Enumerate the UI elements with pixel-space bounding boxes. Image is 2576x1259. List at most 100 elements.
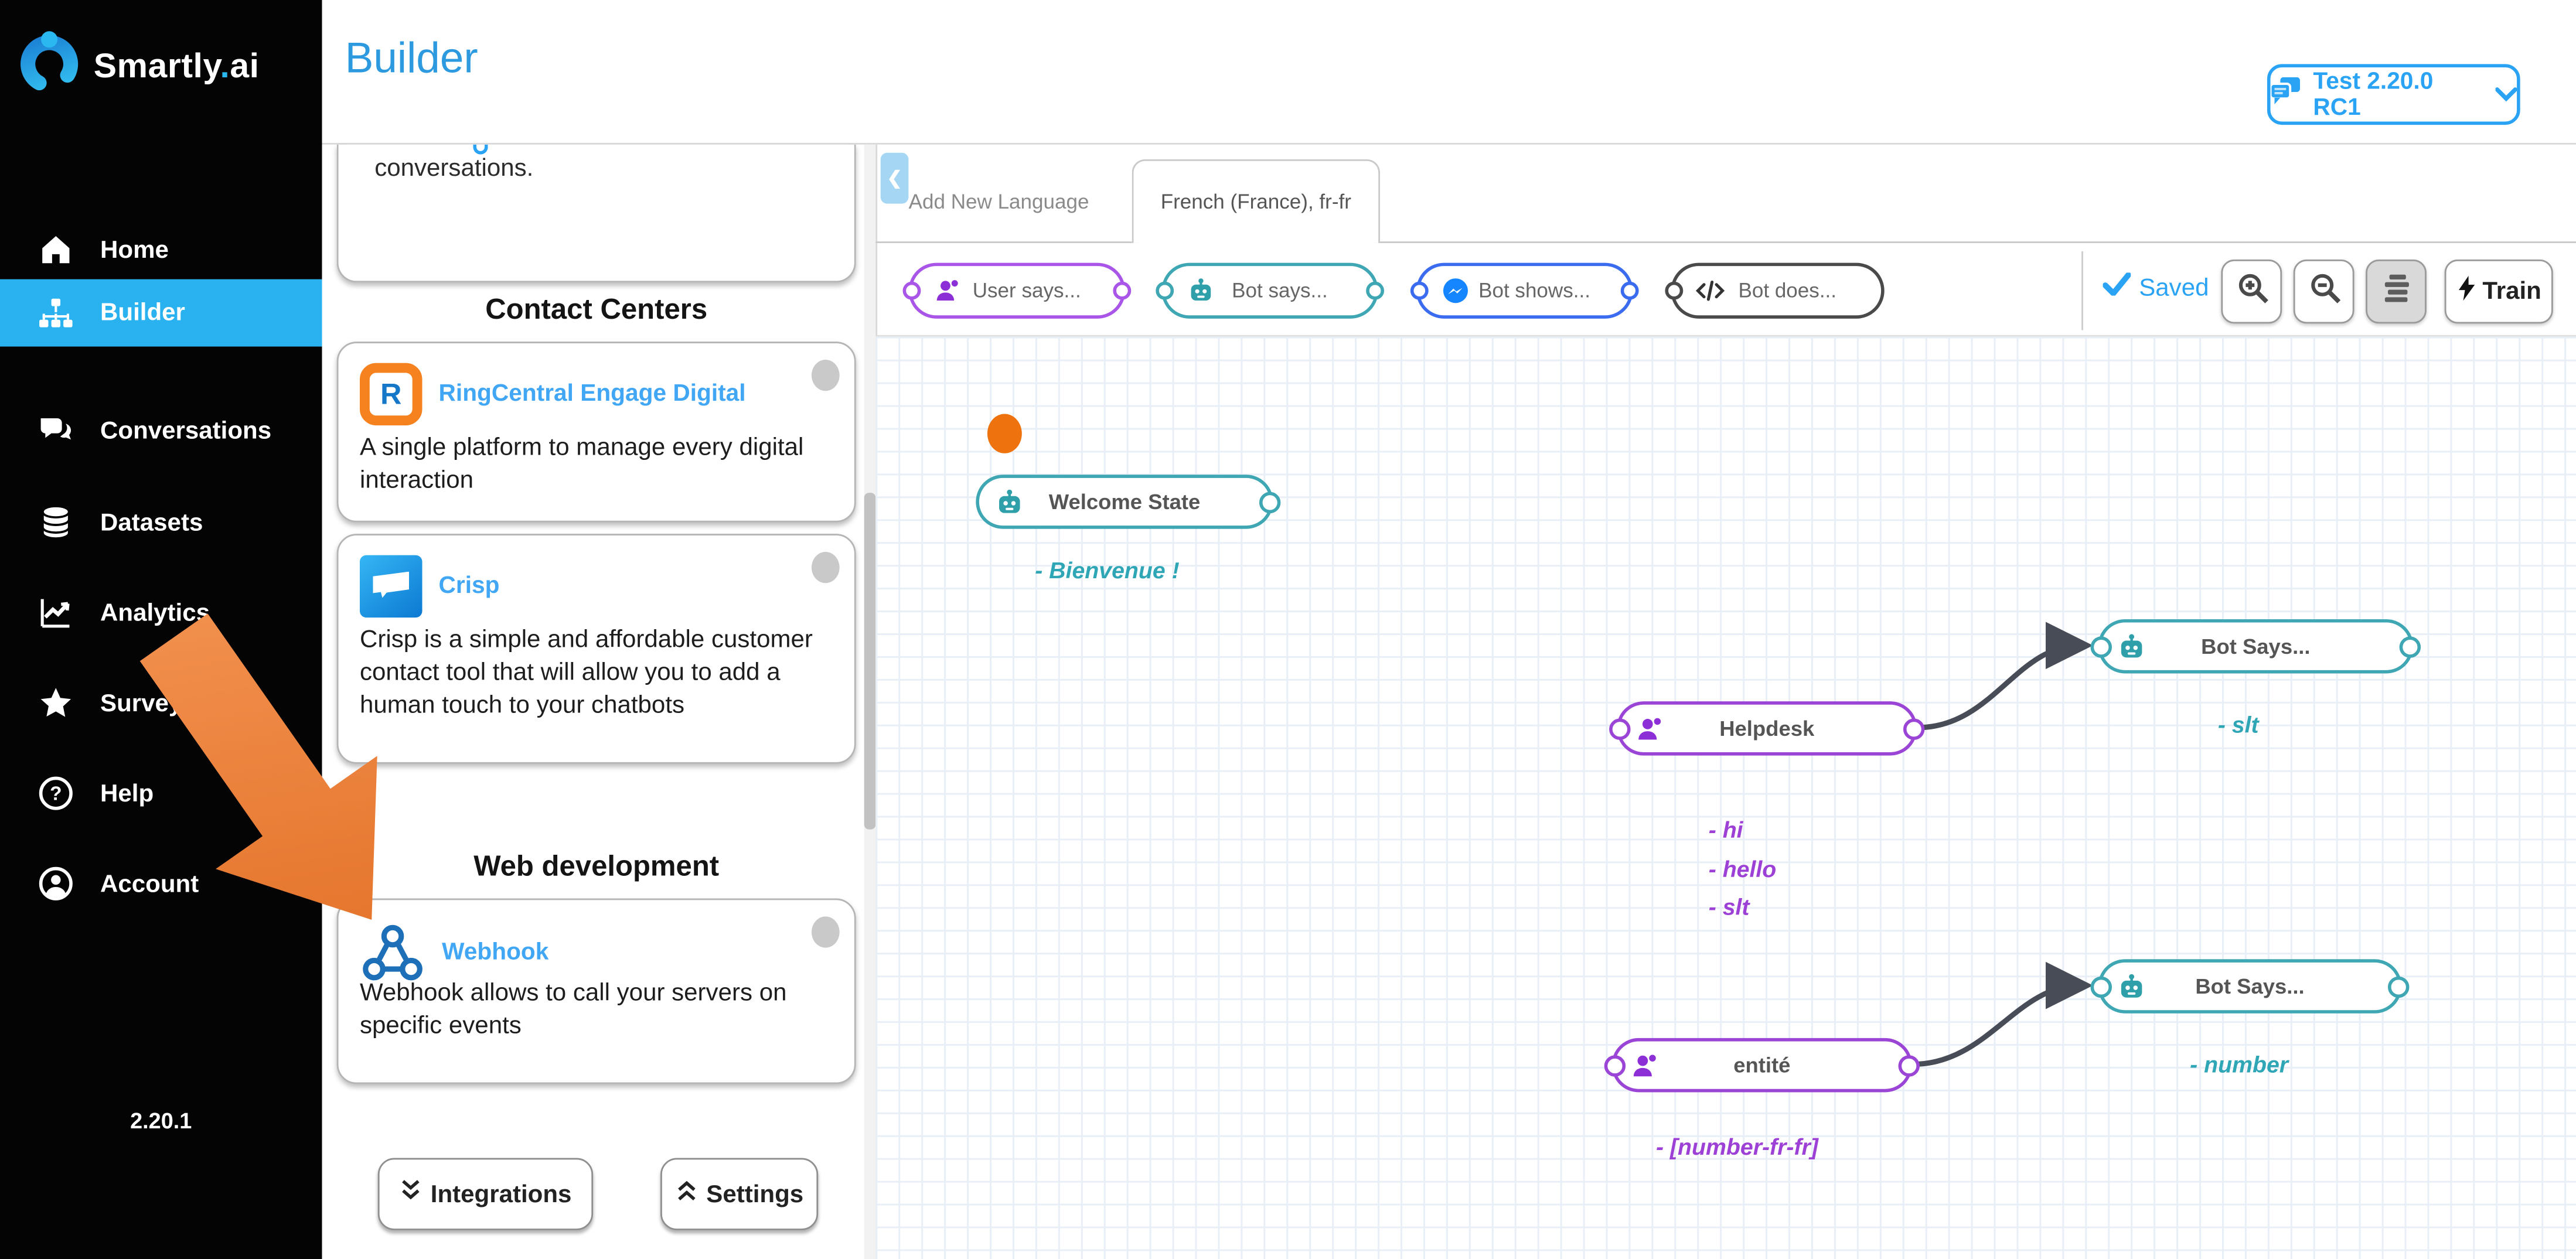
node-welcome-state[interactable]: Welcome State (976, 475, 1281, 529)
toolbar-bottom-border (875, 335, 2576, 337)
chip-port[interactable] (902, 281, 921, 300)
header-divider (322, 142, 2576, 145)
toolbar-divider (2081, 251, 2083, 330)
sidebar-item-surveys[interactable]: Surveys (0, 668, 322, 738)
robot-icon (994, 486, 1025, 517)
card-webhook[interactable]: Webhook Webhook allows to call your serv… (336, 898, 856, 1084)
brand[interactable]: Smartly.ai (16, 29, 260, 103)
zoom-out-button[interactable] (2293, 259, 2354, 324)
annotation-slt-user: - slt (1708, 893, 1750, 920)
card-description: Webhook allows to call your servers on s… (359, 978, 787, 1040)
robot-icon (2116, 971, 2147, 1002)
robot-icon (1186, 276, 1215, 305)
auto-layout-button[interactable] (2366, 259, 2427, 324)
zoom-out-icon (2306, 269, 2342, 314)
webhook-icon (360, 920, 425, 985)
zoom-in-button[interactable] (2221, 259, 2282, 324)
status-dot (811, 359, 840, 391)
double-chevron-down-icon (399, 1179, 422, 1210)
card-ringcentral[interactable]: R RingCentral Engage Digital A single pl… (336, 342, 856, 523)
tabbar-border (875, 241, 1132, 243)
chip-port[interactable] (1620, 281, 1639, 300)
user-icon (1635, 713, 1666, 744)
panel-scrollbar-thumb[interactable] (864, 493, 876, 830)
user-icon (1630, 1049, 1661, 1080)
page-title: Builder (345, 33, 478, 83)
chart-line-icon (36, 593, 74, 631)
palette-chip-bot-says[interactable]: Bot says... (1156, 262, 1385, 319)
node-bot-says-1[interactable]: Bot Says... (2090, 619, 2421, 674)
chevron-down-icon (2495, 80, 2517, 109)
card-description: A single platform to manage every digita… (359, 434, 804, 494)
palette-chip-bot-shows[interactable]: Bot shows... (1410, 262, 1639, 319)
node-port-out[interactable] (1903, 718, 1925, 739)
node-port-out[interactable] (1259, 491, 1281, 513)
chip-port[interactable] (1410, 281, 1429, 300)
bot-selector-label: Test 2.20.0 RC1 (2313, 68, 2434, 121)
train-button[interactable]: Train (2444, 259, 2553, 324)
chat-bubbles-icon (36, 411, 74, 449)
tab-add-new-language[interactable]: Add New Language (908, 190, 1089, 214)
messenger-icon (1441, 276, 1470, 305)
brand-name: Smartly.ai (93, 46, 260, 85)
sidebar-item-analytics[interactable]: Analytics (0, 578, 322, 647)
palette-chip-user-says[interactable]: User says... (902, 262, 1132, 319)
ringcentral-icon: R (359, 363, 422, 426)
node-bot-says-2[interactable]: Bot Says... (2090, 959, 2410, 1014)
node-port-out[interactable] (1898, 1054, 1920, 1076)
question-circle-icon: ? (36, 774, 74, 812)
code-icon (1695, 276, 1725, 305)
tab-french-france[interactable]: French (France), fr-fr (1132, 159, 1380, 243)
tabbar-border (1379, 241, 2576, 243)
user-icon (933, 276, 962, 305)
settings-button[interactable]: Settings (660, 1158, 819, 1230)
chip-port[interactable] (1366, 281, 1385, 300)
svg-text:?: ? (49, 783, 61, 805)
node-port-in[interactable] (2090, 975, 2112, 997)
sidebar-item-datasets[interactable]: Datasets (0, 488, 322, 557)
annotation-bienvenue: - Bienvenue ! (1035, 557, 1180, 584)
card-description: Crisp is a simple and affordable custome… (359, 626, 813, 719)
section-title-web-development: Web development (473, 849, 720, 882)
truncated-glyph-fragment (473, 144, 488, 155)
node-port-in[interactable] (2090, 635, 2112, 657)
home-icon (36, 231, 74, 268)
node-helpdesk[interactable]: Helpdesk (1609, 701, 1925, 756)
lightning-icon (2456, 274, 2478, 309)
sidebar-item-account[interactable]: Account (0, 849, 322, 918)
status-dot (811, 916, 840, 948)
chip-port[interactable] (1156, 281, 1174, 300)
smartly-logo-icon (16, 29, 82, 103)
collapse-panel-button[interactable]: ❮ (880, 152, 909, 204)
card-crisp[interactable]: Crisp Crisp is a simple and affordable c… (336, 534, 856, 764)
star-icon (36, 684, 74, 722)
saved-label: Saved (2139, 274, 2209, 302)
node-port-out[interactable] (2387, 975, 2410, 997)
saved-status: Saved (2102, 272, 2209, 303)
chip-port[interactable] (1665, 281, 1684, 300)
card-title: Webhook (442, 939, 549, 966)
orange-marker-dot[interactable] (987, 414, 1022, 453)
sidebar-item-help[interactable]: ? Help (0, 759, 322, 828)
annotation-hi: - hi (1708, 816, 1743, 843)
app-version: 2.20.1 (130, 1108, 192, 1134)
node-port-in[interactable] (1604, 1054, 1626, 1076)
node-entite[interactable]: entité (1604, 1038, 1920, 1093)
node-port-in[interactable] (1609, 718, 1631, 739)
sidebar-item-home[interactable]: Home (0, 215, 322, 284)
chip-port[interactable] (1113, 281, 1132, 300)
annotation-number: - number (2190, 1051, 2289, 1078)
bot-selector-dropdown[interactable]: Test 2.20.0 RC1 (2267, 64, 2520, 125)
sidebar-item-builder[interactable]: Builder (0, 279, 322, 347)
card-title: Crisp (438, 573, 500, 600)
annotation-slt-bot: - slt (2217, 711, 2259, 738)
sidebar: Smartly.ai Home Builder Conversations Da… (0, 0, 322, 1259)
double-chevron-up-icon (675, 1179, 698, 1210)
palette-chip-bot-does[interactable]: Bot does... (1665, 262, 1885, 319)
sidebar-item-conversations[interactable]: Conversations (0, 396, 322, 465)
integration-card-truncated[interactable]: conversations. (336, 144, 856, 283)
check-icon (2102, 272, 2131, 303)
integrations-button[interactable]: Integrations (377, 1158, 594, 1230)
node-port-out[interactable] (2399, 635, 2421, 657)
